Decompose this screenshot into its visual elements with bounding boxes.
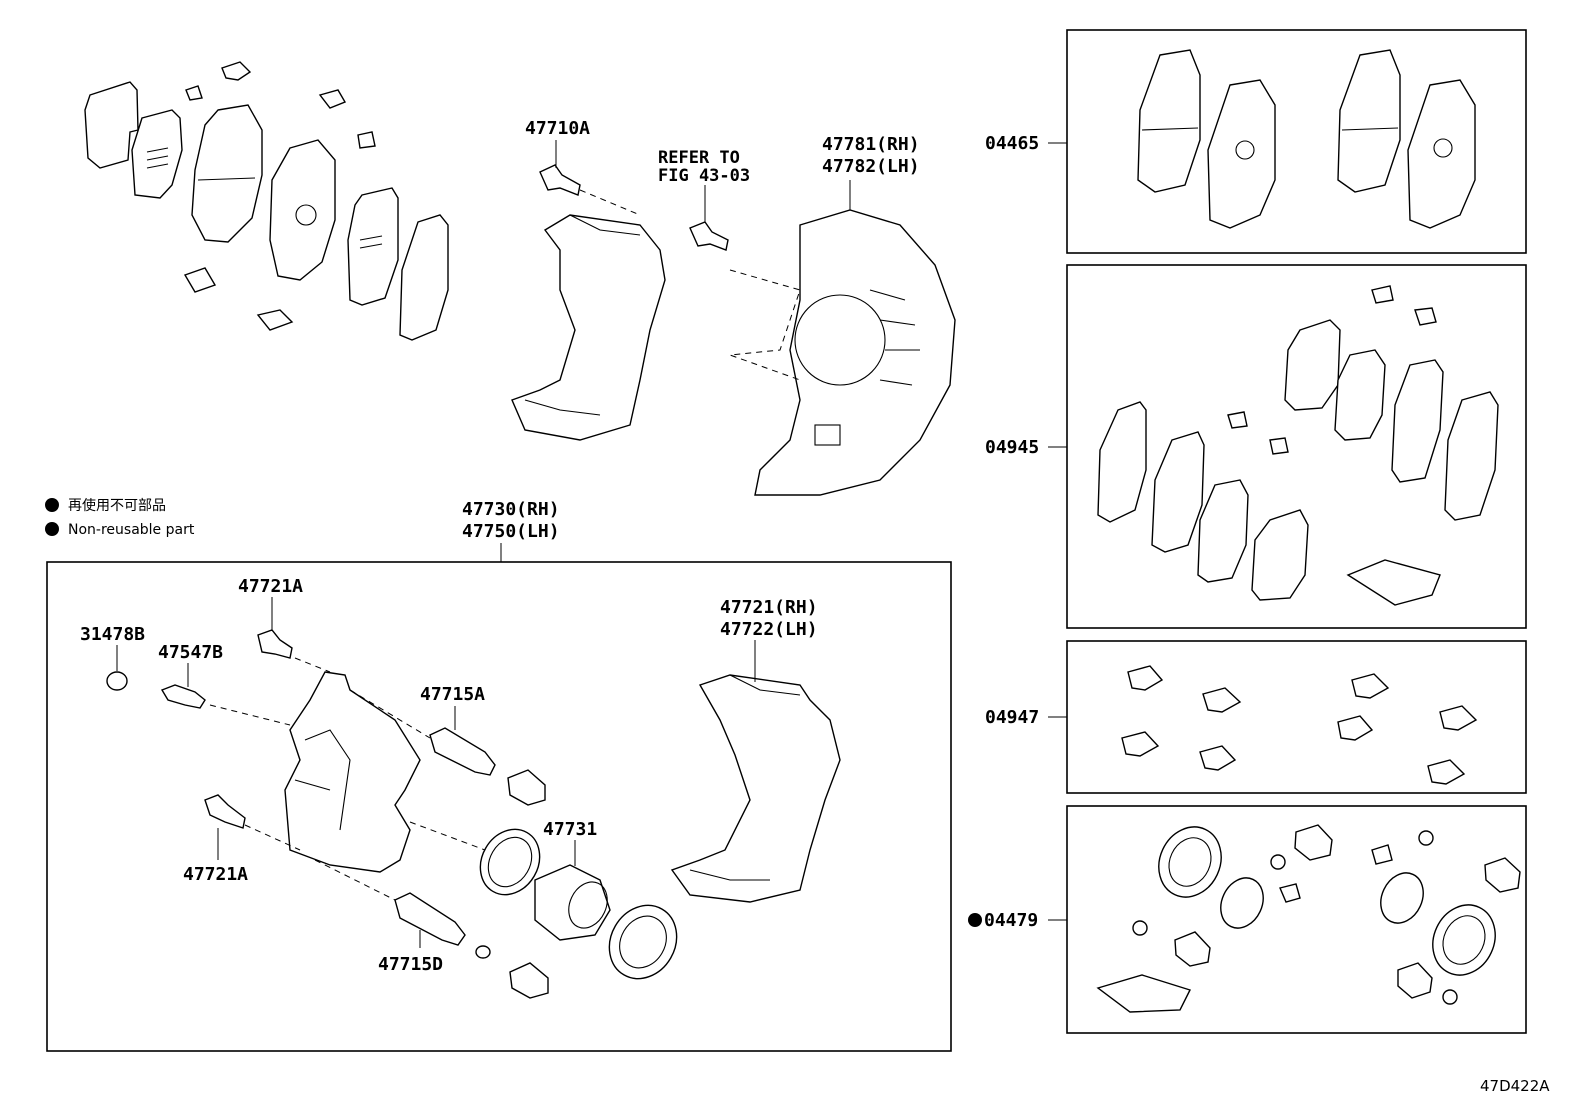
callout-47710A[interactable]: 47710A — [525, 118, 590, 139]
callout-47721A-top[interactable]: 47721A — [238, 576, 303, 597]
boot-upper[interactable] — [507, 769, 546, 806]
refer-text-line2[interactable]: FIG 43-03 — [658, 166, 750, 186]
callout-47750-lh[interactable]: 47750(LH) — [462, 521, 560, 542]
brake-pad-outer — [191, 104, 263, 243]
callout-47781-rh[interactable]: 47781(RH) — [822, 134, 920, 155]
refer-text-line1[interactable]: REFER TO — [658, 148, 740, 168]
callout-47547B[interactable]: 47547B — [158, 642, 223, 663]
callout-47715A[interactable]: 47715A — [420, 684, 485, 705]
diagram-code: 47D422A — [1480, 1077, 1550, 1095]
piston-47731[interactable] — [409, 821, 614, 941]
callout-47730-rh[interactable]: 47730(RH) — [462, 499, 560, 520]
bolt-icon — [539, 164, 581, 196]
brake-pad-inner — [269, 139, 336, 281]
bolt-47721A-top[interactable] — [257, 597, 331, 673]
bolt-47721A-bottom[interactable] — [204, 794, 301, 860]
non-reusable-bullet-icon — [45, 522, 59, 536]
callout-47721-rh[interactable]: 47721(RH) — [720, 597, 818, 618]
legend-en: Non-reusable part — [68, 522, 195, 538]
non-reusable-bullet-icon — [968, 913, 982, 927]
non-reusable-bullet-icon — [45, 498, 59, 512]
pad-clip — [183, 267, 217, 293]
refer-bolt-group[interactable] — [689, 185, 729, 251]
callout-04947[interactable]: 04947 — [985, 707, 1039, 728]
cap-31478B[interactable] — [106, 645, 128, 691]
disc-dust-cover[interactable] — [729, 180, 956, 496]
kit-box-04465 — [1066, 29, 1527, 254]
pad-clip — [185, 85, 203, 101]
pad-kit-parts[interactable] — [1137, 49, 1476, 229]
dust-boot[interactable] — [596, 893, 689, 991]
cylinder-kit-parts[interactable] — [1096, 817, 1521, 1013]
pad-clip — [256, 309, 294, 331]
callout-47721A-bottom[interactable]: 47721A — [183, 864, 248, 885]
mounting-bracket-upper[interactable] — [511, 214, 666, 441]
bolt-icon — [689, 221, 729, 251]
pad-clip — [318, 89, 347, 109]
piston-seal[interactable] — [469, 819, 551, 906]
caliper-body[interactable] — [284, 671, 421, 873]
mounting-47721-rh[interactable] — [670, 640, 841, 903]
shim-kit-parts[interactable] — [1097, 285, 1499, 606]
callout-47782-lh[interactable]: 47782(LH) — [822, 156, 920, 177]
anti-squeal-shim — [131, 109, 183, 199]
callout-04479[interactable]: 04479 — [984, 910, 1038, 931]
pad-shim-inner — [347, 187, 399, 306]
pad-exploded-group[interactable] — [84, 61, 449, 341]
callout-47731[interactable]: 47731 — [543, 819, 597, 840]
boot-lower[interactable] — [475, 945, 549, 999]
anti-squeal-shim-outer — [84, 81, 139, 169]
callout-31478B[interactable]: 31478B — [80, 624, 145, 645]
legend: 再使用不可部品 Non-reusable part — [45, 497, 195, 538]
legend-jp: 再使用不可部品 — [68, 497, 166, 514]
callout-04465[interactable]: 04465 — [985, 133, 1039, 154]
callout-47722-lh[interactable]: 47722(LH) — [720, 619, 818, 640]
pad-clip — [357, 131, 376, 149]
pin-47715A[interactable] — [349, 689, 496, 776]
pad-clip — [221, 61, 252, 81]
callout-04945[interactable]: 04945 — [985, 437, 1039, 458]
bleeder-47547B[interactable] — [160, 663, 291, 726]
callout-47715D[interactable]: 47715D — [378, 954, 443, 975]
pad-shim-outer2 — [399, 214, 449, 341]
fitting-kit-parts[interactable] — [1121, 665, 1478, 785]
caliper-assembly-frame — [46, 561, 952, 1052]
pin-47715D[interactable] — [314, 859, 466, 948]
bolt-47710A-group[interactable] — [539, 140, 641, 216]
